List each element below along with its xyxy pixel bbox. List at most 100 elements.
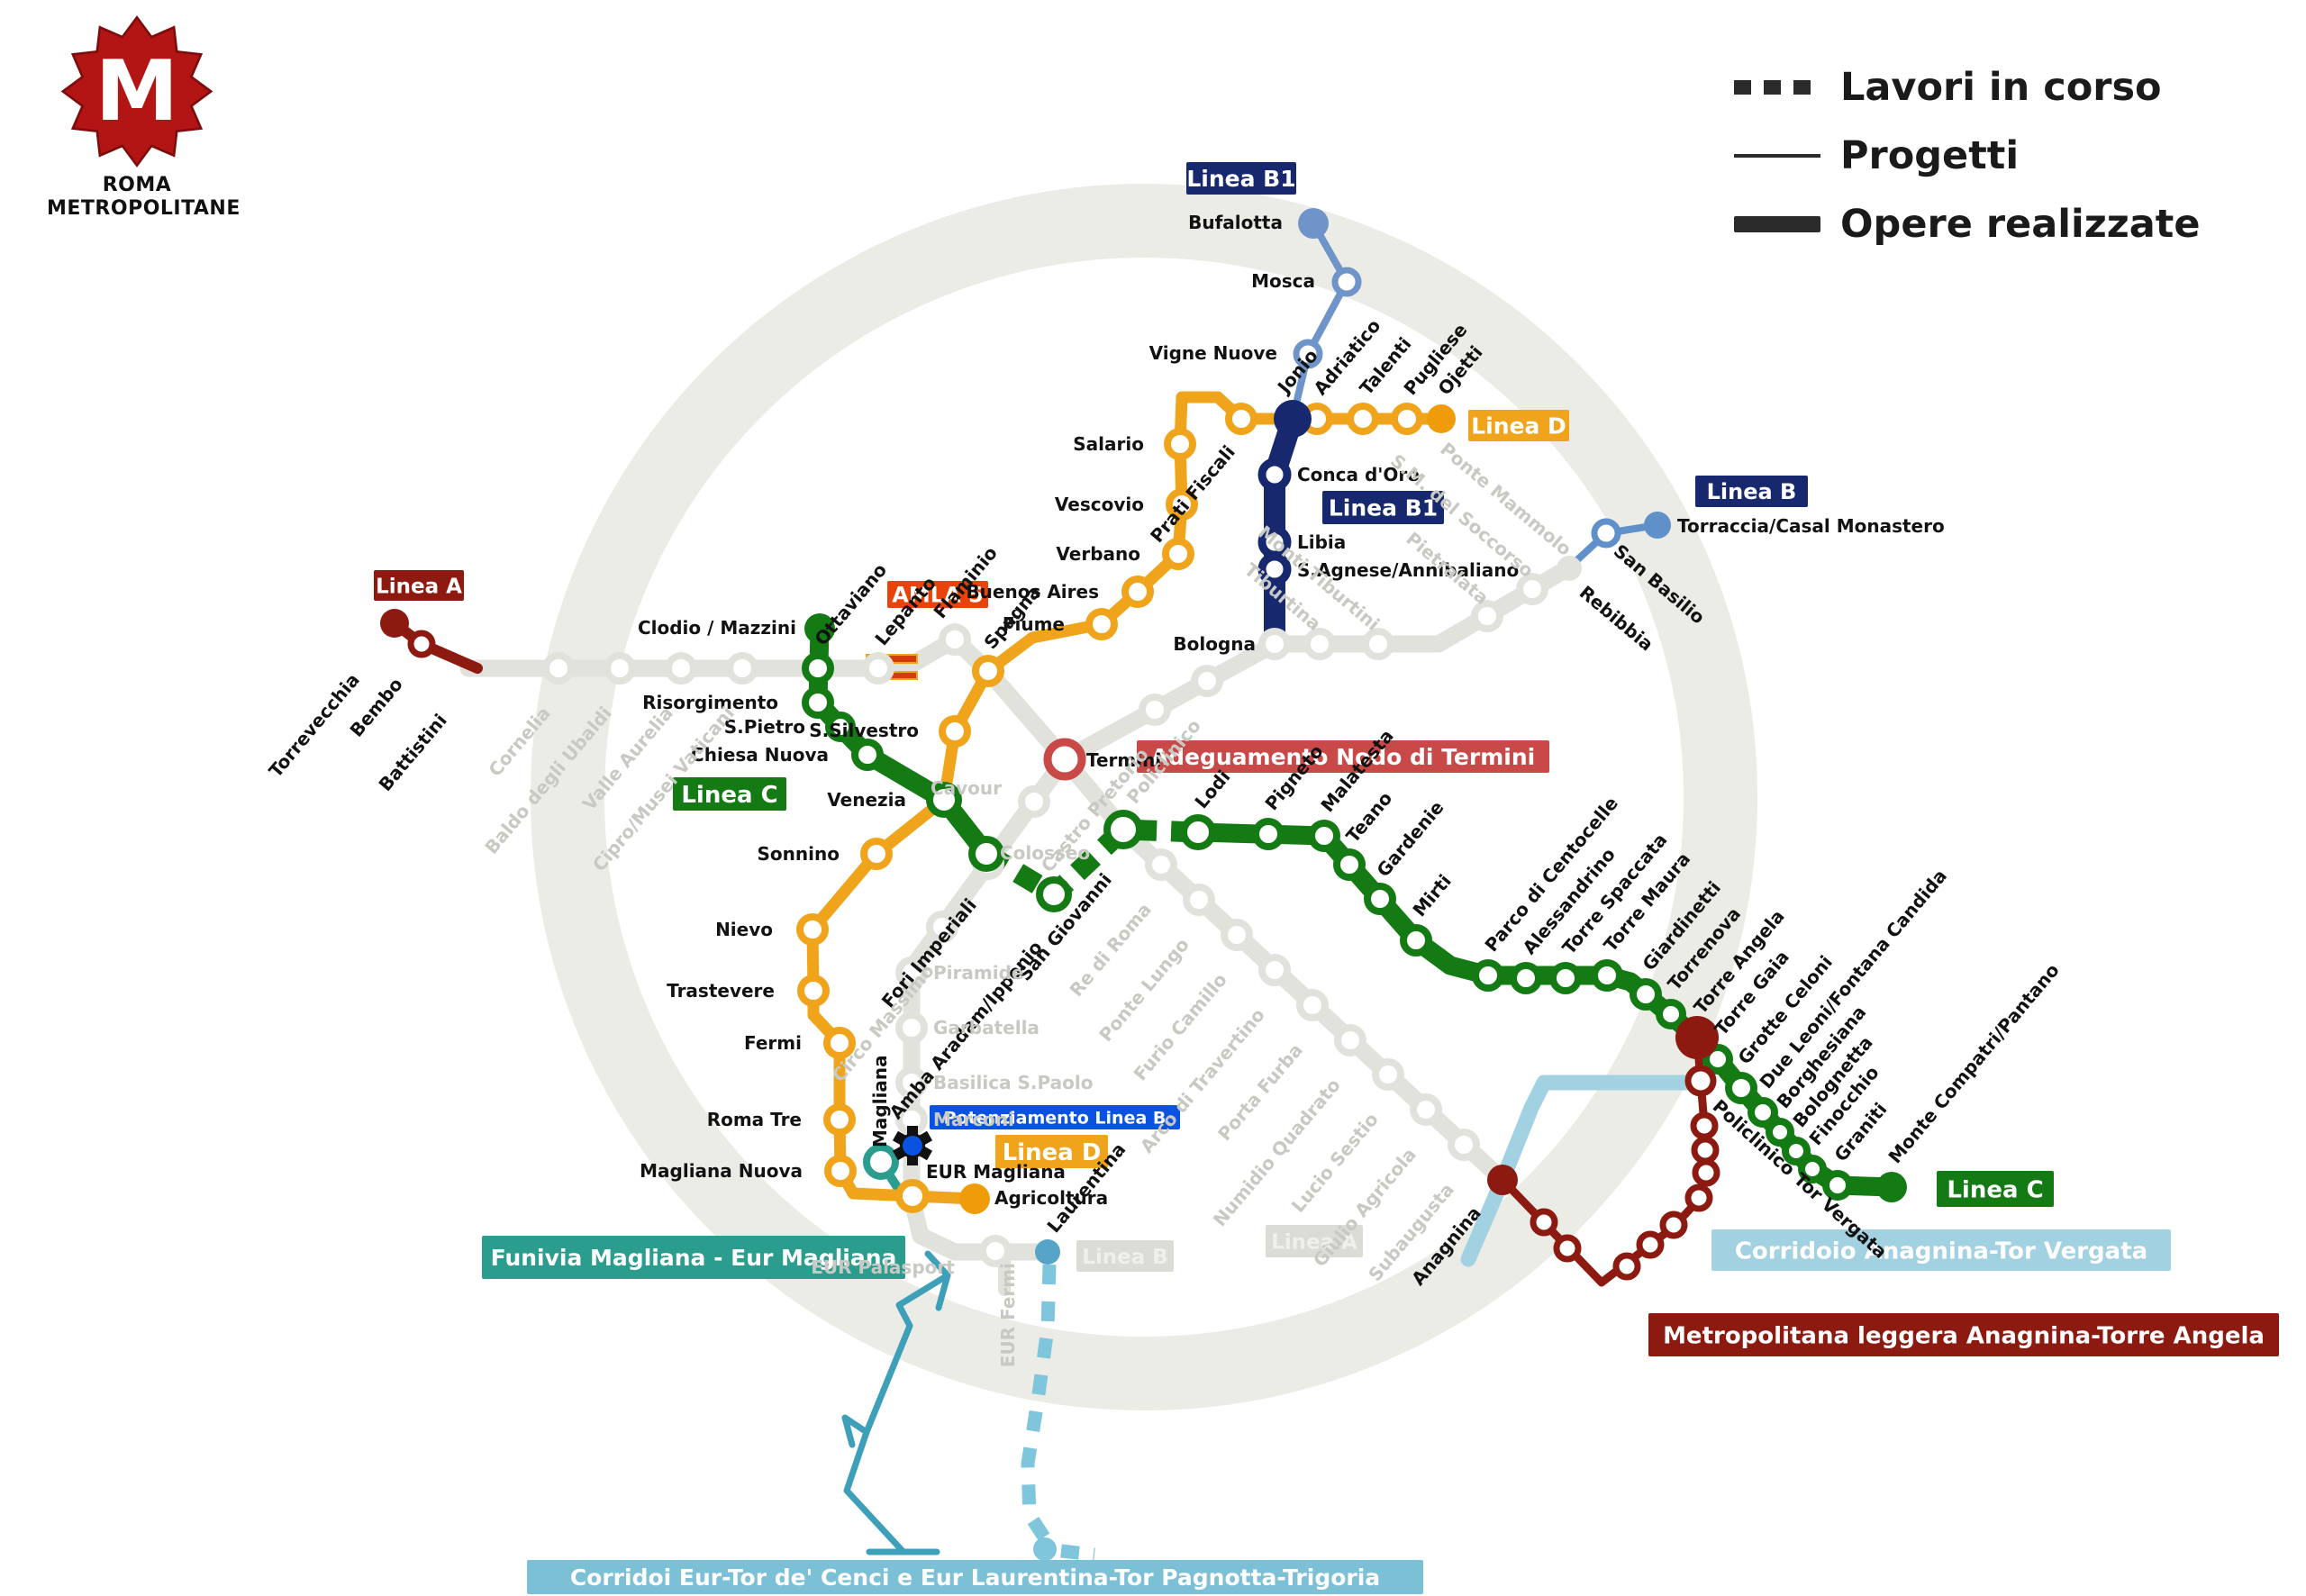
box-label-corridoio-anagnina-banner: Corridoio Anagnina-Tor Vergata [1735, 1238, 2147, 1265]
label-magliana-nuova: Magliana Nuova [640, 1160, 803, 1182]
station-leggera-3 [1692, 1158, 1720, 1187]
line-corridor-laurentina-dashed [1021, 1264, 1057, 1543]
station-sm-del-soccorso [1516, 573, 1548, 605]
label-venezia: Venezia [827, 789, 906, 811]
box-linea-c-west [673, 777, 786, 811]
label-roma-tre: Roma Tre [707, 1109, 802, 1130]
station-leggera-2 [1691, 1136, 1720, 1165]
line-corridoi-eur-3 [841, 1414, 870, 1448]
station-spagna [972, 655, 1004, 687]
station-lodi [1180, 814, 1216, 850]
box-potenziamento-linea-b [930, 1105, 1180, 1129]
station-torraccia [1644, 512, 1671, 539]
label-mirti: Mirti [1408, 870, 1455, 920]
label-torraccia: Torraccia/Casal Monastero [1677, 515, 1945, 537]
station-re-di-roma [1145, 848, 1177, 881]
box-corridoio-anagnina-banner [1711, 1229, 2171, 1271]
station-bembo [407, 630, 436, 658]
box-linea-c-se [1937, 1171, 2054, 1207]
station-bufalotta [1298, 208, 1329, 239]
box-linea-d-ne [1468, 410, 1569, 441]
station-alessandrino [1510, 962, 1542, 994]
station-vescovio [1166, 488, 1198, 521]
station-lepanto [862, 652, 894, 685]
box-amla5 [887, 581, 988, 608]
station-lucio-sestio [1372, 1058, 1404, 1091]
label-lodi: Lodi [1190, 766, 1234, 812]
station-rebibbia-end [1557, 556, 1582, 581]
station-leggera-5 [1659, 1211, 1688, 1239]
station-arco-di-travertino [1258, 954, 1291, 986]
box-metro-leggera-banner [1648, 1313, 2279, 1356]
station-s-agnese [1257, 552, 1292, 586]
label-eur-magliana: EUR Magliana [926, 1161, 1066, 1183]
station-san-giovanni [1103, 810, 1143, 849]
legend-row-works: Lavori in corso [1734, 65, 2201, 110]
label-buenos-aires: Buenos Aires [966, 581, 1099, 603]
label-colosseo: Colosseo [1000, 842, 1090, 864]
box-linea-a-faded [1266, 1225, 1363, 1257]
station-ojetti [1427, 404, 1456, 433]
label-chiesa-nuova: Chiesa Nuova [691, 744, 829, 766]
label-salario: Salario [1073, 433, 1144, 455]
station-chiesa-nuova [851, 739, 884, 771]
station-borghesiana [1766, 1118, 1794, 1147]
box-label-linea-b1-mid: Linea B1 [1329, 495, 1438, 521]
box-adeguamento-termini [1137, 740, 1549, 773]
station-risorgimento [802, 686, 834, 719]
box-label-linea-b-faded: Linea B [1082, 1246, 1168, 1269]
label-sonnino: Sonnino [758, 843, 840, 865]
line-linea-b1-project [1289, 220, 1350, 422]
station-vigne-nuove [1293, 339, 1323, 369]
station-verbano [1162, 538, 1194, 570]
station-eur-fermi [979, 1235, 1012, 1267]
label-arco-di-travertino: Arco di Travertino [1136, 1004, 1269, 1157]
label-monte-compatri: Monte Compatri/Pantano [1884, 959, 2063, 1167]
station-torre-gaia [1702, 1044, 1733, 1075]
label-s-agnese: S.Agnese/Annibaliano [1297, 559, 1519, 581]
station-leggera-1 [1690, 1111, 1719, 1140]
station-talenti [1347, 403, 1379, 435]
line-corridoio-anagnina-torvergata [1460, 1075, 1705, 1267]
label-verbano: Verbano [1056, 543, 1140, 565]
thick-line-icon [1734, 216, 1820, 232]
roma-metropolitane-logo: M ROMA METROPOLITANE [47, 13, 240, 221]
station-torre-angela [1675, 1016, 1719, 1059]
station-giulio-agricola [1410, 1093, 1442, 1126]
station-prati-fiscali [1225, 403, 1257, 435]
label-s-silvestro: S.Silvestro [809, 720, 919, 741]
station-nievo [796, 913, 829, 946]
label-eur-fermi: EUR Fermi [997, 1263, 1019, 1367]
box-linea-b1-top [1186, 162, 1296, 195]
box-corridoi-eur-banner [527, 1560, 1423, 1594]
station-cavour [1018, 785, 1050, 818]
logo-letter: M [95, 42, 178, 140]
label-mosca: Mosca [1251, 270, 1315, 292]
station-monti-tiburtini [1362, 628, 1394, 660]
label-s-pietro: S.Pietro [724, 716, 805, 738]
label-conca-doro: Conca d'Oro [1297, 464, 1420, 485]
station-grotte-celoni [1725, 1072, 1757, 1104]
box-label-corridoi-eur-banner: Corridoi Eur-Tor de' Cenci e Eur Laurent… [570, 1564, 1380, 1591]
box-funivia-banner [482, 1236, 905, 1279]
label-eur-palasport: EUR Palasport [811, 1256, 955, 1278]
station-magliana-nuova [824, 1155, 857, 1187]
station-finocchio [1798, 1155, 1827, 1183]
station-clodio-mazzini [804, 613, 835, 644]
box-label-linea-b1-top: Linea B1 [1186, 166, 1295, 192]
label-vigne-nuove: Vigne Nuove [1149, 342, 1277, 364]
station-anagnina [1487, 1165, 1518, 1195]
box-label-funivia-banner: Funivia Magliana - Eur Magliana [491, 1245, 897, 1271]
legend-row-projects: Progetti [1734, 133, 2201, 178]
label-magliana: Magliana [869, 1055, 891, 1147]
label-agricoltura: Agricoltura [994, 1187, 1108, 1209]
station-due-leoni [1748, 1097, 1778, 1128]
label-prati-fiscali: Prati Fiscali [1146, 441, 1239, 547]
box-label-linea-c-west: Linea C [681, 782, 777, 809]
station-mirti [1400, 924, 1432, 957]
station-malatesta [1308, 820, 1340, 852]
box-label-linea-b-ne: Linea B [1707, 479, 1797, 504]
label-trastevere: Trastevere [667, 980, 775, 1002]
box-label-linea-a-west: Linea A [376, 575, 462, 598]
legend-label: Opere realizzate [1840, 202, 2201, 247]
